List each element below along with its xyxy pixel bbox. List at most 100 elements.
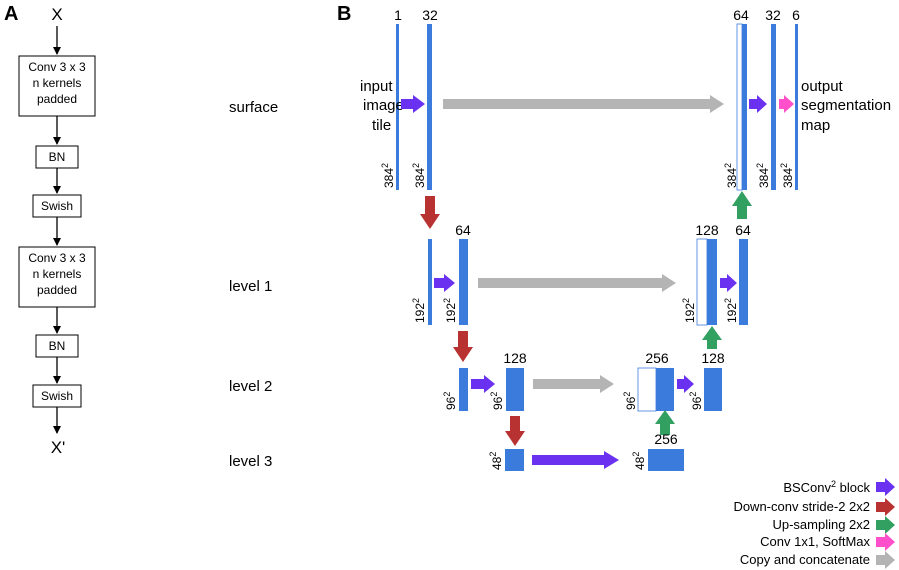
panel-b: B surface level 1 level 2 level 3 1 32 i… [229,3,891,471]
up-arrow-2-to-1 [702,326,722,349]
feature-map-l1-64 [459,239,468,325]
level-label-2: level 2 [229,378,272,395]
output-text-line-1: output [801,78,844,95]
conv-block-2 [18,246,96,308]
legend-bsconv-arrow [876,478,895,496]
channel-label-128-l2: 128 [503,350,527,366]
copy-arrow-surface [443,95,724,113]
output-text-line-2: segmentation [801,97,891,114]
swish-block-2-label: Swish [41,389,73,403]
feature-map-l1-128 [707,239,717,325]
size-label-192-c: 1922 [681,298,697,323]
legend-bsconv-label: BSConv2 block [783,479,870,495]
legend-up-arrow [876,516,895,534]
bsconv-arrow-surface-in [401,95,425,113]
feature-map-surface-32 [427,24,432,190]
bsconv-arrow-l1-out [720,274,737,292]
input-text-line-2: image [363,97,404,114]
up-arrow-3-to-2 [655,410,675,435]
conv-block-2-line-3: padded [37,283,77,297]
size-label-192-a: 1922 [411,298,427,323]
channel-label-128-l2-out: 128 [701,350,725,366]
level-label-surface: surface [229,99,278,116]
panel-a-label: A [4,3,18,25]
channel-label-256-l2: 256 [645,350,669,366]
channel-label-1: 1 [394,7,402,23]
bn-block-2-label: BN [49,339,66,353]
feature-map-l3-256 [648,449,684,471]
panel-a: A X Conv 3 x 3 n kernels padded BN Swish… [4,3,96,457]
channel-label-6: 6 [792,7,800,23]
legend-down-label: Down-conv stride-2 2x2 [733,499,870,514]
feature-map-l2-128 [506,368,524,411]
size-label-192-d: 1922 [723,298,739,323]
channel-label-128-l1: 128 [695,222,719,238]
size-label-96-b: 962 [489,392,505,410]
channel-label-64-l1: 64 [455,222,471,238]
size-label-384-d: 3842 [755,163,771,188]
size-label-96-a: 962 [442,392,458,410]
bn-block-1-label: BN [49,150,66,164]
feature-map-l1-in [428,239,432,325]
conv11-arrow-output [779,95,794,113]
conv-block-2-line-1: Conv 3 x 3 [28,251,86,265]
size-label-384-e: 3842 [779,163,795,188]
channel-label-32-out: 32 [765,7,781,23]
output-text-line-3: map [801,117,830,134]
channel-label-32: 32 [422,7,438,23]
legend-conv11-arrow [876,533,895,551]
down-arrow-surface-to-1 [420,196,440,229]
size-label-192-b: 1922 [442,298,458,323]
copy-arrow-l1 [478,274,676,292]
output-x-prime-label: X' [51,438,66,457]
legend: BSConv2 block Down-conv stride-2 2x2 Up-… [733,478,895,569]
size-label-384-b: 3842 [411,163,427,188]
feature-map-l3-in [505,449,524,471]
feature-map-surface-output [795,24,798,190]
input-text-line-1: input [360,78,393,95]
size-label-96-d: 962 [688,392,704,410]
conv-block-2-line-2: n kernels [33,267,82,281]
legend-conv11-label: Conv 1x1, SoftMax [760,534,870,549]
feature-map-surface-copied [736,23,743,191]
input-text-line-3: tile [372,117,391,134]
feature-map-surface-64 [742,24,747,190]
feature-map-l2-256 [656,368,674,411]
down-arrow-1-to-2 [453,331,473,362]
bsconv-arrow-surface-out [749,95,767,113]
down-arrow-2-to-3 [505,416,525,446]
feature-map-l2-128-out [704,368,722,411]
conv-block-1-line-1: Conv 3 x 3 [28,60,86,74]
feature-map-l1-64-out [739,239,748,325]
channel-label-64-surface: 64 [733,7,749,23]
feature-map-surface-32-out [771,24,776,190]
size-label-48-a: 482 [488,452,504,470]
size-label-48-b: 482 [631,452,647,470]
copy-arrow-l2 [533,375,614,393]
feature-map-l1-copied [696,238,708,326]
input-x-label: X [51,5,62,24]
level-label-3: level 3 [229,453,272,470]
level-label-1: level 1 [229,278,272,295]
bsconv-arrow-l1-in [434,274,455,292]
feature-map-surface-input [396,24,399,190]
conv-block-1-line-3: padded [37,92,77,106]
channel-label-64-l1-out: 64 [735,222,751,238]
swish-block-1-label: Swish [41,199,73,213]
channel-label-256-l3: 256 [654,431,678,447]
legend-down-arrow [876,498,895,516]
feature-map-l2-copied [637,367,657,412]
bsconv-arrow-l2-in [471,375,495,393]
up-arrow-1-to-surface [732,191,752,219]
legend-up-label: Up-sampling 2x2 [772,517,870,532]
feature-map-l2-in [459,368,468,411]
bsconv-arrow-l3 [532,451,619,469]
size-label-384-a: 3842 [380,163,396,188]
legend-copy-arrow [876,551,895,569]
legend-copy-label: Copy and concatenate [740,552,870,567]
size-label-96-c: 962 [622,392,638,410]
conv-block-1-line-2: n kernels [33,76,82,90]
panel-b-label: B [337,3,351,25]
size-label-384-c: 3842 [723,163,739,188]
